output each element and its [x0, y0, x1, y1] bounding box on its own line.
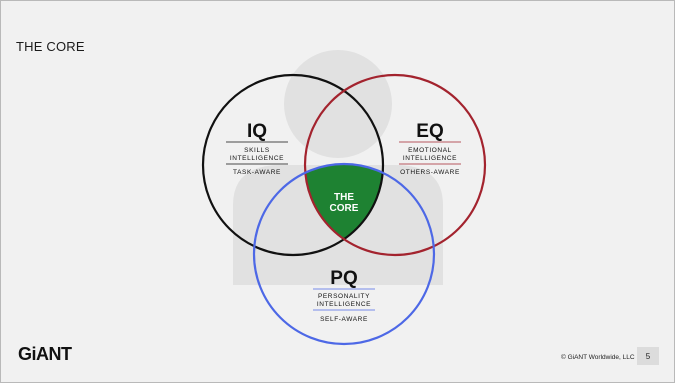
iq-label-line2: INTELLIGENCE: [230, 155, 284, 162]
eq-awareness: OTHERS-AWARE: [400, 169, 460, 176]
pq-label-line2: INTELLIGENCE: [317, 301, 371, 308]
iq-circle: [201, 73, 385, 257]
core-label-line1: THE: [334, 192, 354, 203]
eq-label-line1: EMOTIONAL: [408, 147, 452, 154]
iq-awareness: TASK-AWARE: [233, 169, 281, 176]
copyright-text: © GiANT Worldwide, LLC: [561, 354, 635, 361]
eq-label-line2: INTELLIGENCE: [403, 155, 457, 162]
pq-heading: PQ: [330, 268, 357, 289]
iq-label-line1: SKILLS: [244, 147, 270, 154]
page-number: 5: [637, 347, 659, 365]
giant-logo: GiANT: [18, 344, 72, 364]
slide-title: THE CORE: [16, 39, 85, 54]
eq-circle: [303, 73, 487, 257]
eq-heading: EQ: [416, 121, 443, 142]
pq-awareness: SELF-AWARE: [320, 316, 368, 323]
pq-circle: [252, 162, 436, 346]
iq-heading: IQ: [247, 121, 267, 142]
core-label-line2: CORE: [330, 203, 359, 214]
pq-label-line1: PERSONALITY: [318, 293, 370, 300]
